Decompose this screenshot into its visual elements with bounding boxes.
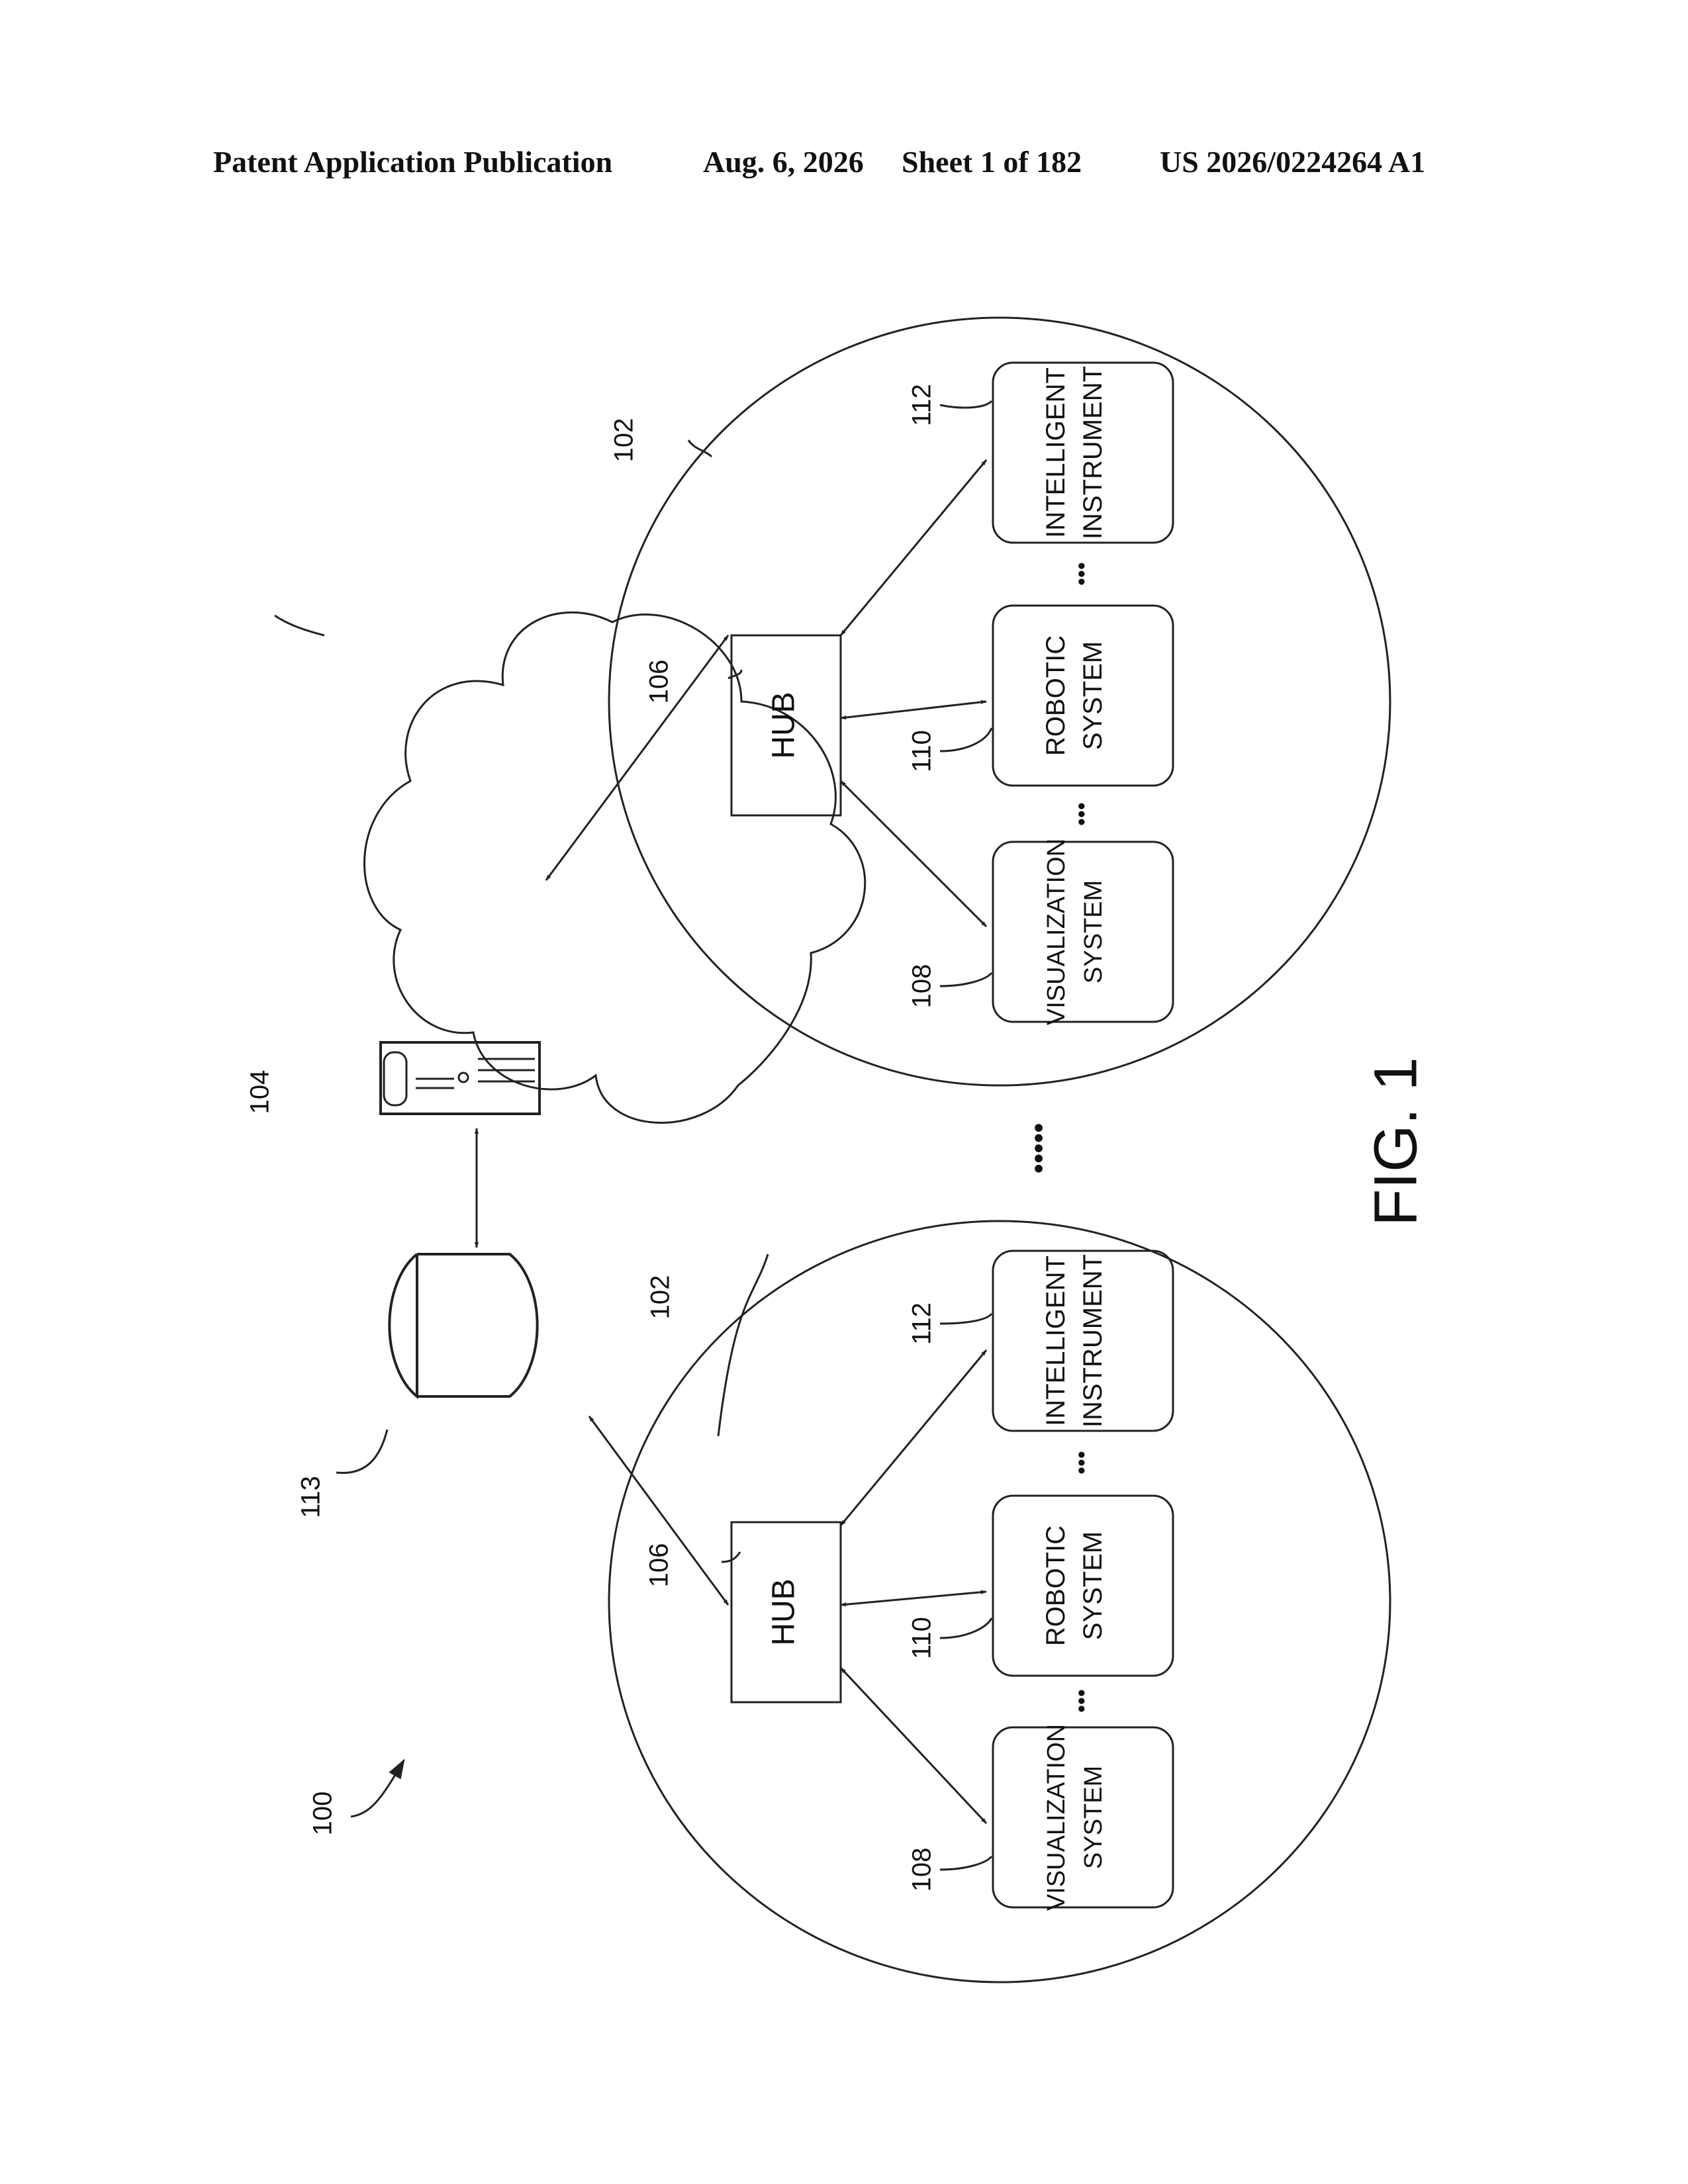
leader-lines [275,401,992,1870]
svg-text:106: 106 [645,1543,674,1588]
device-label-visualization-system: VISUALIZATION SYSTEM [1043,839,1107,1025]
svg-text:113: 113 [297,1476,326,1518]
hub-instrument-link [841,1350,986,1525]
database-icon [389,1254,537,1396]
svg-text:•••: ••• [1069,1451,1094,1475]
hub-robotic-link [841,702,986,718]
ref-visualization-top: 108 [908,964,937,1009]
hub-instrument-link [841,460,986,635]
ref-cloud: 104 [246,1070,275,1115]
svg-text:106: 106 [645,660,674,704]
device-label-intelligent-instrument: INTELLIGENT INSTRUMENT [1041,366,1107,539]
ref-instrument-top: 112 [908,384,937,426]
svg-text:108: 108 [908,964,937,1009]
device-label-visualization-system: VISUALIZATION SYSTEM [1043,1724,1107,1911]
svg-text:SYSTEM: SYSTEM [1078,1531,1107,1640]
facility-ellipsis: ••••• [1023,1122,1055,1173]
hub-visualization-link [841,1668,986,1823]
svg-text:102: 102 [646,1275,675,1320]
svg-text:•••: ••• [1069,562,1094,586]
svg-text:SYSTEM: SYSTEM [1078,641,1107,750]
ref-system: 100 [308,1792,338,1836]
svg-text:SYSTEM: SYSTEM [1080,880,1107,983]
ref-instrument-bottom: 112 [908,1302,937,1345]
svg-text:100: 100 [308,1792,338,1836]
cloud-network [364,612,865,1122]
svg-text:104: 104 [246,1070,275,1115]
svg-text:110: 110 [908,1617,937,1659]
svg-text:FIG. 1: FIG. 1 [1362,1057,1429,1226]
device-label-intelligent-instrument: INTELLIGENT INSTRUMENT [1041,1254,1107,1428]
svg-text:INTELLIGENT: INTELLIGENT [1041,1255,1070,1426]
svg-text:VISUALIZATION: VISUALIZATION [1043,1724,1070,1911]
figure-caption: FIG. 1 [1362,1057,1429,1226]
ref-hub-top: 106 [645,660,674,704]
svg-text:VISUALIZATION: VISUALIZATION [1043,839,1070,1025]
hub-label-top: HUB [767,692,802,758]
svg-text:108: 108 [908,1848,937,1892]
server-icon [381,1042,539,1114]
svg-text:112: 112 [908,1302,937,1345]
svg-text:112: 112 [908,384,937,426]
svg-text:110: 110 [908,730,937,772]
ref-robotic-top: 110 [908,730,937,772]
svg-text:HUB: HUB [767,692,802,758]
system-ref-arrow [351,1760,404,1817]
svg-text:INTELLIGENT: INTELLIGENT [1041,367,1070,538]
svg-text:ROBOTIC: ROBOTIC [1041,635,1070,756]
svg-text:•••••: ••••• [1023,1122,1055,1173]
svg-text:•••: ••• [1069,1689,1094,1713]
svg-text:INSTRUMENT: INSTRUMENT [1078,366,1107,539]
ref-facility-top: 102 [610,418,639,463]
facility-circle-top [609,318,1390,1085]
svg-text:HUB: HUB [767,1578,802,1645]
ref-robotic-bottom: 110 [908,1617,937,1659]
ref-storage: 113 [297,1476,326,1518]
ref-facility-bottom: 102 [646,1275,675,1320]
svg-text:ROBOTIC: ROBOTIC [1041,1525,1070,1646]
svg-text:SYSTEM: SYSTEM [1080,1766,1107,1869]
svg-text:102: 102 [610,418,639,463]
hub-robotic-link [841,1592,986,1605]
device-label-robotic-system: ROBOTIC SYSTEM [1041,1525,1107,1646]
ref-hub-bottom: 106 [645,1543,674,1588]
svg-text:•••: ••• [1069,802,1094,826]
hub-label-bottom: HUB [767,1578,802,1645]
device-label-robotic-system: ROBOTIC SYSTEM [1041,635,1107,756]
ref-visualization-bottom: 108 [908,1848,937,1892]
svg-text:INSTRUMENT: INSTRUMENT [1078,1254,1107,1428]
